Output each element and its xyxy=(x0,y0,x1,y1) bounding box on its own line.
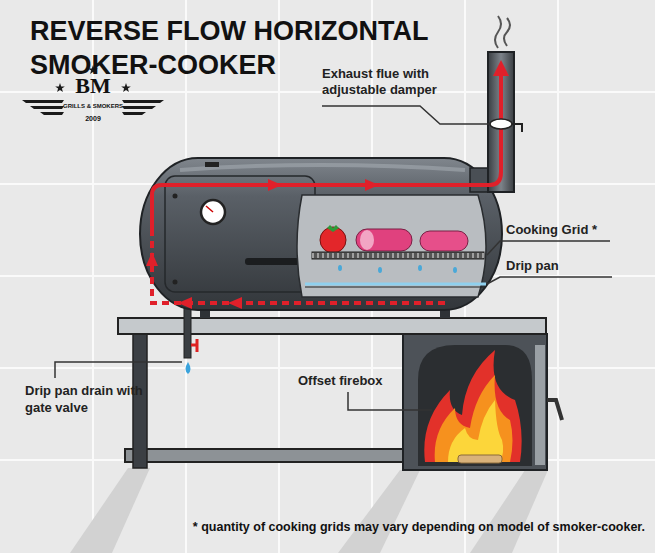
leg-shadow xyxy=(470,470,548,553)
drip-pan xyxy=(305,283,486,286)
smoke-flow-arrows xyxy=(268,179,282,191)
logo-emblem xyxy=(22,100,64,115)
cooking-chamber xyxy=(165,176,315,292)
food-on-grid xyxy=(320,225,468,253)
damper xyxy=(490,119,512,129)
logo-emblem xyxy=(55,83,65,92)
exhaust-flue xyxy=(495,16,510,48)
leader-line xyxy=(55,362,182,378)
cooking-chamber xyxy=(205,162,219,167)
damper xyxy=(512,124,522,132)
cooking-chamber xyxy=(180,165,465,170)
callout-label: Offset firebox xyxy=(298,373,438,389)
offset-firebox xyxy=(547,400,562,420)
food-on-grid xyxy=(360,230,374,250)
leg-shadow xyxy=(338,470,420,553)
logo-text: GRILLS & SMOKERS xyxy=(53,102,133,110)
cooking-chamber xyxy=(201,200,225,224)
leader-line xyxy=(487,241,610,255)
drip-pan xyxy=(338,265,342,271)
smoke-flow-arrows xyxy=(146,60,509,309)
drip-pan xyxy=(453,267,457,273)
drip-pan-drain xyxy=(184,308,191,358)
cooking-chamber xyxy=(140,158,502,310)
cooking-grid xyxy=(312,253,484,258)
cooking-chamber xyxy=(140,158,502,310)
callout-label: Exhaust flue with adjustable damper xyxy=(322,66,462,98)
offset-firebox xyxy=(403,334,562,470)
cooking-chamber xyxy=(173,280,178,285)
smoke-flow-arrows xyxy=(146,252,158,266)
table-top xyxy=(118,318,546,334)
leader-line xyxy=(322,106,490,124)
offset-firebox xyxy=(403,334,547,470)
smoke-flow-arrows xyxy=(152,230,445,303)
food-on-grid xyxy=(327,225,339,232)
logo-text: BM xyxy=(43,74,143,98)
smoke-flow-arrows xyxy=(228,297,242,309)
callout-label: Cooking Grid * xyxy=(506,222,646,238)
smoke-flow-arrows xyxy=(146,60,509,309)
leg-shadow xyxy=(70,468,548,553)
food-on-grid xyxy=(356,229,412,251)
leader-line xyxy=(487,277,612,284)
drip-pan xyxy=(418,265,422,271)
offset-firebox xyxy=(448,400,503,462)
drip-pan xyxy=(305,287,486,288)
table-top xyxy=(118,308,546,334)
smoke-flow-arrows xyxy=(493,60,509,76)
logo-emblem xyxy=(121,83,131,92)
damper xyxy=(490,119,522,132)
caption: * quantity of cooking grids may vary dep… xyxy=(95,519,645,535)
exhaust-flue xyxy=(470,16,514,192)
logo-text: 2009 xyxy=(43,114,143,123)
offset-firebox xyxy=(535,345,545,465)
drip-pan-drain xyxy=(191,339,197,352)
logo-emblem xyxy=(122,100,164,115)
smoke-flow-arrows xyxy=(365,179,379,191)
cooking-chamber xyxy=(173,194,178,199)
callout-label: Drip pan drain with gate valve xyxy=(25,382,150,416)
cooking-grid xyxy=(312,252,484,259)
smoke-flow-arrows xyxy=(178,297,192,309)
drip-pan-drain xyxy=(186,362,191,374)
drip-pan xyxy=(305,265,486,287)
table-frame xyxy=(133,334,147,468)
leg-shadow xyxy=(70,468,150,553)
title: REVERSE FLOW HORIZONTAL SMOKER-COOKER xyxy=(30,14,500,82)
callout-label: Drip pan xyxy=(506,258,646,274)
drip-pan-drain xyxy=(184,308,197,374)
offset-firebox xyxy=(458,455,502,463)
cooking-chamber xyxy=(206,206,213,212)
cooking-grid xyxy=(312,252,484,259)
offset-firebox xyxy=(418,345,532,466)
food-on-grid xyxy=(420,231,468,251)
cooking-chamber xyxy=(297,195,486,297)
offset-firebox xyxy=(435,375,513,462)
drip-pan xyxy=(378,267,382,273)
leader-line xyxy=(348,392,432,410)
offset-firebox xyxy=(424,350,521,462)
